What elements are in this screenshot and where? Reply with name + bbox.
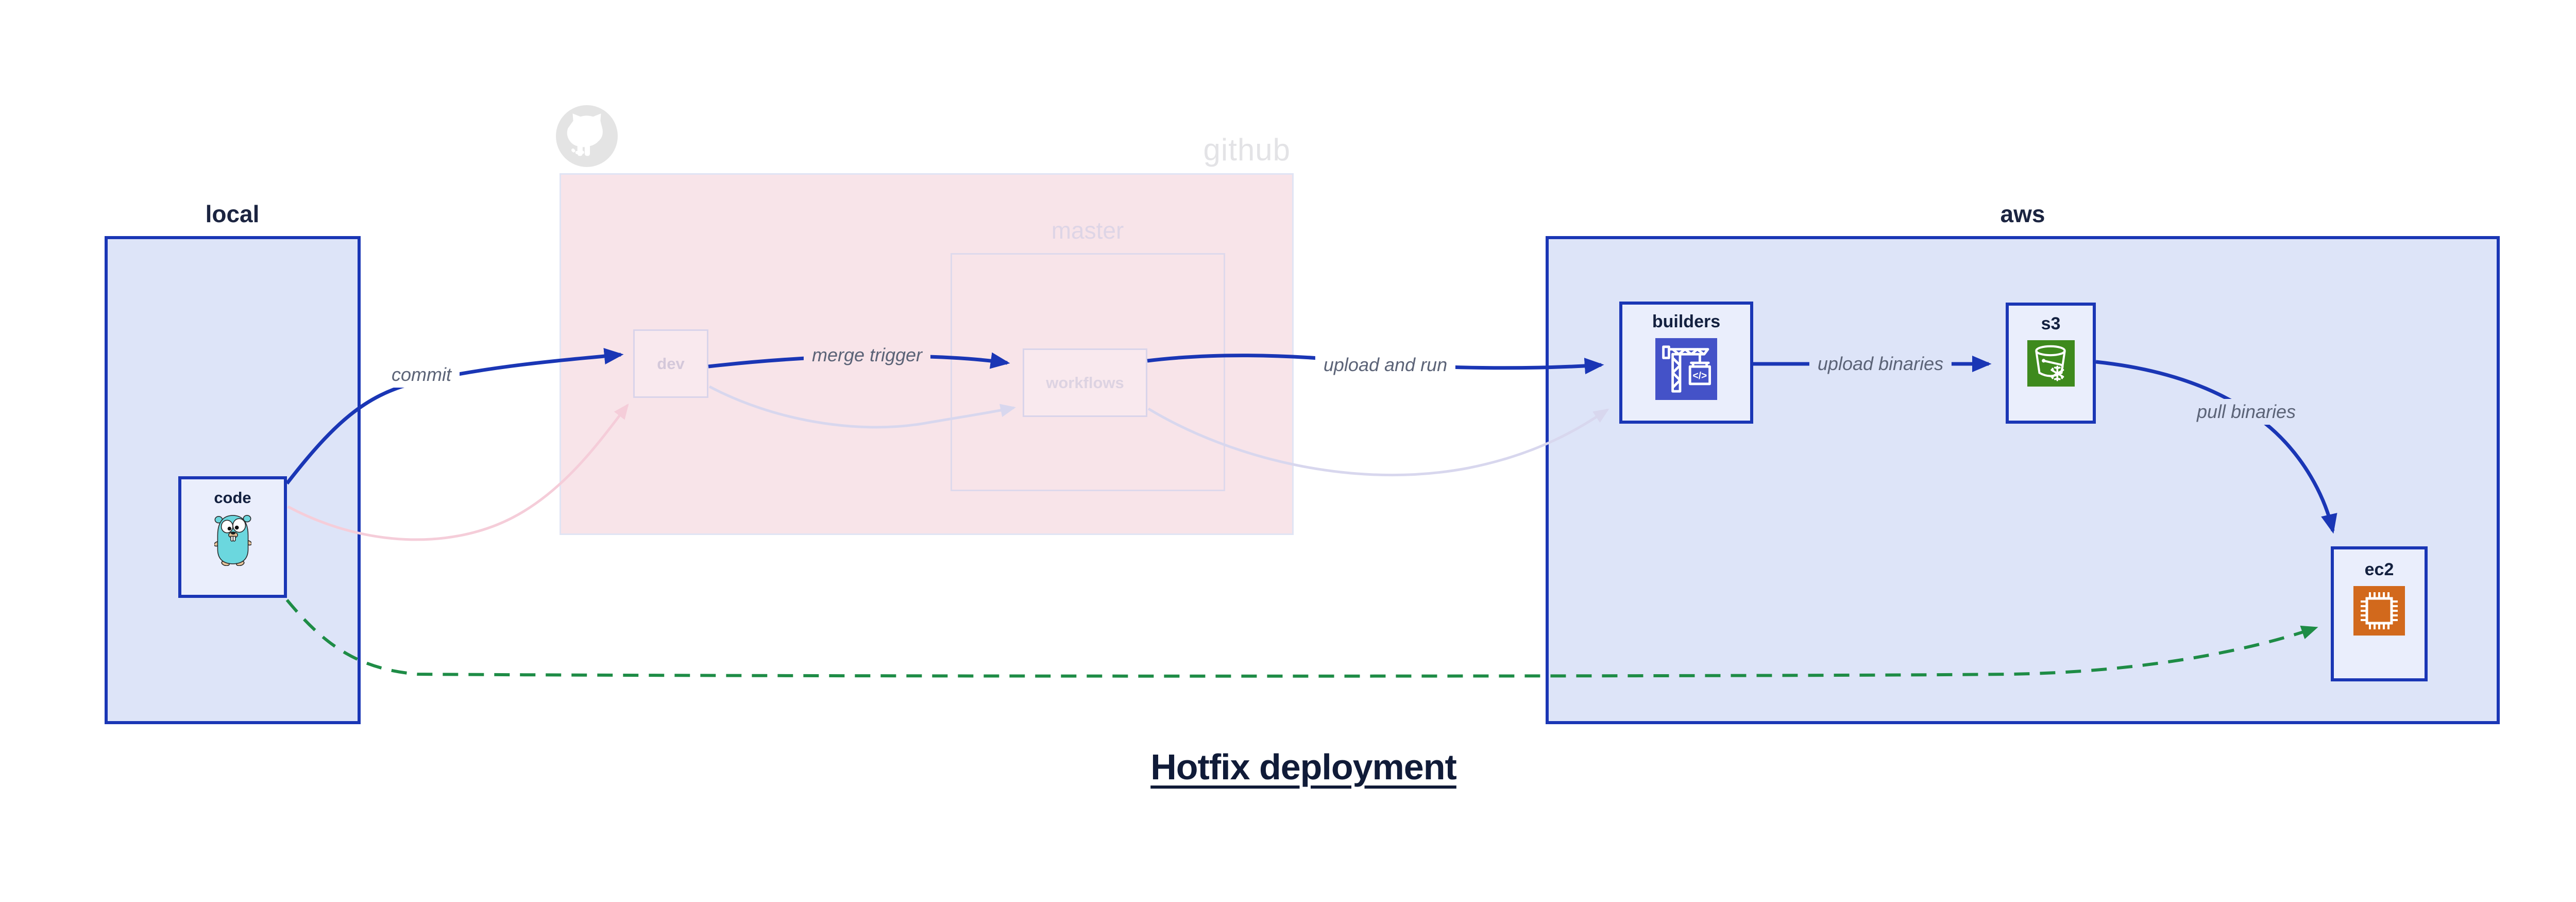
upload-and-run-edge-label: upload and run	[1315, 352, 1456, 378]
dev-branch-node: dev	[633, 329, 708, 398]
pull-binaries-edge-label: pull binaries	[2188, 399, 2304, 425]
commit-edge-label: commit	[383, 362, 460, 388]
ec2-node: ec2	[2331, 546, 2428, 681]
github-octocat-icon	[555, 105, 618, 170]
s3-node: s3	[2006, 303, 2096, 424]
builders-node-label: builders	[1652, 312, 1721, 331]
svg-text:</>: </>	[1693, 371, 1707, 381]
builders-node: builders </>	[1619, 302, 1753, 424]
merge-trigger-edge-label: merge trigger	[803, 342, 931, 368]
ec2-chip-icon	[2334, 586, 2425, 638]
code-node: code	[178, 476, 287, 598]
github-group-label: github	[1203, 132, 1291, 167]
dev-node-label: dev	[657, 354, 685, 373]
local-group-label: local	[205, 201, 260, 227]
workflows-node: workflows	[1023, 348, 1147, 417]
ec2-node-label: ec2	[2364, 560, 2394, 579]
upload-binaries-edge-label: upload binaries	[1809, 351, 1952, 377]
s3-bucket-icon	[2009, 340, 2093, 389]
go-gopher-icon	[181, 512, 284, 569]
workflows-node-label: workflows	[1046, 373, 1124, 392]
aws-group-label: aws	[2000, 201, 2045, 227]
s3-node-label: s3	[2041, 314, 2061, 333]
master-branch-box	[951, 253, 1225, 491]
codebuild-crane-icon: </>	[1622, 338, 1750, 403]
master-branch-label: master	[1051, 217, 1124, 244]
diagram-title: Hotfix deployment	[1150, 747, 1457, 787]
code-node-label: code	[214, 489, 251, 507]
